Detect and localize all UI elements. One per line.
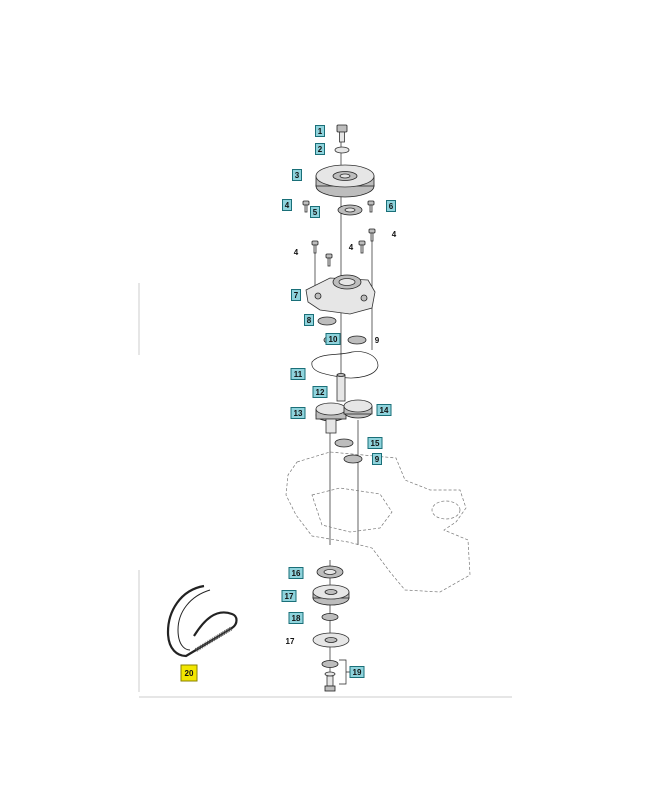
bearing-16-part	[316, 565, 344, 579]
screw-parts-upper	[302, 200, 376, 267]
bolt-washer-19-part	[321, 660, 339, 692]
callout-box-bg	[180, 664, 198, 682]
callout-label: 4	[294, 248, 299, 257]
callout-c10: 10	[325, 333, 341, 345]
callout-c9b: 9	[372, 453, 382, 465]
callout-box-bg	[312, 386, 328, 398]
callout-label: 4	[349, 243, 354, 252]
callout-c18: 18	[288, 612, 304, 624]
deck-housing-inner	[311, 487, 393, 533]
seal-part	[317, 316, 337, 326]
callout-label: 8	[307, 316, 312, 325]
callout-box-bg	[315, 125, 325, 137]
callout-box-bg	[325, 333, 341, 345]
callout-c4a: 4	[282, 199, 292, 211]
callout-c17b: 17	[286, 637, 295, 646]
callout-label: 3	[295, 171, 300, 180]
callout-label: 10	[329, 335, 338, 344]
pulley-part	[315, 164, 375, 198]
callout-label: 11	[294, 370, 303, 379]
callout-label: 7	[294, 291, 299, 300]
callout-c4c: 4	[349, 243, 354, 252]
callout-box-bg	[281, 590, 297, 602]
callout-label: 16	[292, 569, 301, 578]
gasket-part	[311, 351, 379, 379]
callout-label: 17	[286, 637, 295, 646]
callout-c4d: 4	[392, 230, 397, 239]
callout-box-bg	[292, 169, 302, 181]
callout-box-bg	[288, 612, 304, 624]
callout-box-bg	[304, 314, 314, 326]
callout-box-bg	[288, 567, 304, 579]
callout-box-bg	[315, 143, 325, 155]
callout-label: 12	[316, 388, 325, 397]
callout-label: 20	[185, 669, 194, 678]
callout-c4b: 4	[294, 248, 299, 257]
washer-part	[334, 146, 350, 154]
callout-label: 9	[375, 455, 380, 464]
shaft-part	[336, 373, 346, 402]
callout-box-bg	[367, 437, 383, 449]
bearing-15-part	[334, 438, 354, 448]
callout-label: 4	[285, 201, 290, 210]
callout-label: 14	[380, 406, 389, 415]
gear-13-part	[315, 402, 347, 434]
callout-box-bg	[310, 206, 320, 218]
callout-box-bg	[376, 404, 392, 416]
callout-c12: 12	[312, 386, 328, 398]
callout-label: 9	[375, 336, 380, 345]
bearing-9-lower-part	[343, 454, 363, 464]
bolt-part	[336, 124, 348, 143]
callout-box-bg	[386, 200, 396, 212]
callout-c11: 11	[290, 368, 306, 380]
callout-box-bg	[290, 368, 306, 380]
callout-box-bg	[290, 407, 306, 419]
callout-box-bg	[349, 666, 365, 678]
callout-c17a: 17	[281, 590, 297, 602]
callout-box-bg	[372, 453, 382, 465]
callout-c14: 14	[376, 404, 392, 416]
spacer-17-lower-part	[312, 632, 350, 648]
callout-label: 1	[318, 127, 323, 136]
callout-c16: 16	[288, 567, 304, 579]
callout-label: 19	[353, 668, 362, 677]
callout-c15: 15	[367, 437, 383, 449]
gear-housing-part	[305, 274, 376, 315]
deck-housing-boss	[431, 500, 461, 520]
gear-14-part	[343, 399, 373, 419]
callout-label: 6	[389, 202, 394, 211]
callout-c19: 19	[349, 666, 365, 678]
seal-18-part	[321, 613, 339, 621]
callout-c1: 1	[315, 125, 325, 137]
callout-box-bg	[282, 199, 292, 211]
belt-part	[166, 584, 238, 658]
callout-label: 13	[294, 409, 303, 418]
callout-c20: 20	[180, 664, 198, 682]
deck-housing-outline	[285, 451, 471, 593]
callout-label: 4	[392, 230, 397, 239]
bearing-top-part	[337, 204, 363, 216]
callout-c5: 5	[310, 206, 320, 218]
callout-c2: 2	[315, 143, 325, 155]
callout-label: 15	[371, 439, 380, 448]
callout-c3: 3	[292, 169, 302, 181]
spacer-17-upper-part	[312, 584, 350, 606]
callout-label: 5	[313, 208, 318, 217]
callout-label: 18	[292, 614, 301, 623]
callout-c13: 13	[290, 407, 306, 419]
callout-label: 17	[285, 592, 294, 601]
callout-c7: 7	[291, 289, 301, 301]
callout-label: 2	[318, 145, 323, 154]
bearing-9-part	[347, 335, 367, 345]
callout-box-bg	[291, 289, 301, 301]
callout-c8: 8	[304, 314, 314, 326]
callout-c6: 6	[386, 200, 396, 212]
callout-c9a: 9	[375, 336, 380, 345]
